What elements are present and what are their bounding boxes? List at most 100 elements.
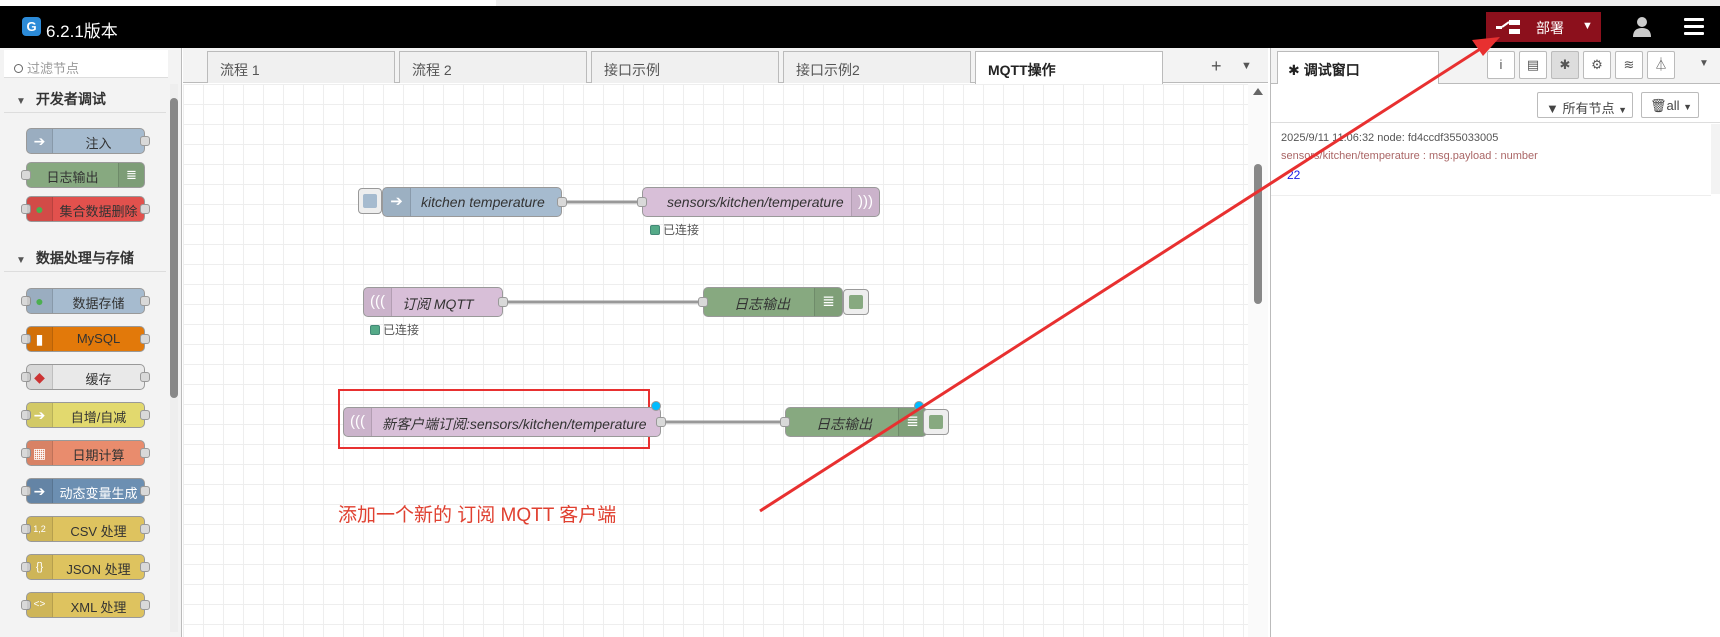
hamburger-menu-icon[interactable] [1684,18,1704,36]
leaf-icon: ● [27,197,53,221]
list-icon: ≣ [898,408,926,436]
mqtt-out-node[interactable]: sensors/kitchen/temperature ))) [637,187,880,217]
filter-placeholder: 过滤节点 [27,61,80,76]
debug-topic: sensors/kitchen/temperature : msg.payloa… [1281,150,1538,162]
dropdown-label: 所有节点 [1562,101,1615,116]
debug-message[interactable]: 2025/9/11 11:06:32 node: fd4ccdf35503300… [1271,124,1711,196]
debug-scrollbar[interactable] [1711,124,1720,194]
arrow-icon: ➔ [27,479,53,503]
flow-canvas[interactable]: ➔ kitchen temperature sensors/kitchen/te… [183,84,1268,637]
palette-node-inject[interactable]: ➔ 注入 [26,128,150,154]
wifi-icon: ((( [364,288,392,316]
tab-mqtt[interactable]: MQTT操作 [975,51,1163,84]
tab-list-caret-icon[interactable]: ▼ [1241,60,1252,72]
scroll-up-icon[interactable] [1253,88,1263,95]
debug-node-1[interactable]: 日志输出 ≣ [698,287,843,317]
info-icon[interactable]: i [1487,51,1515,79]
xml-icon: <> [27,593,53,617]
palette-scrollbar[interactable] [170,84,178,632]
user-icon[interactable] [1632,16,1652,38]
sidebar-menu-caret-icon[interactable]: ▼ [1699,58,1709,69]
dropdown-label: all [1666,98,1680,113]
tab-debug-window[interactable]: ✱调试窗口 [1277,51,1439,84]
debug-toggle-button-2[interactable] [923,409,949,435]
palette-node-json[interactable]: {}JSON 处理 [21,554,150,580]
add-tab-icon[interactable]: + [1211,56,1222,76]
debug-toggle-button-1[interactable] [843,289,869,315]
gear-icon[interactable]: ⚙ [1583,51,1611,79]
node-label: 日志输出 [734,296,790,312]
sidebar-tabs: ✱调试窗口 i ▤ ✱ ⚙ ≋ ⏃ ▼ [1271,48,1720,84]
deploy-dropdown-caret-icon[interactable]: ▼ [1582,20,1593,32]
palette-node-var-gen[interactable]: ➔ 动态变量生成 [21,478,150,504]
mqtt-in-new-node[interactable]: ((( 新客户端订阅:sensors/kitchen/temperature [343,407,666,437]
search-icon [14,64,23,73]
chevron-down-icon: ▼ [1618,105,1628,115]
canvas-scrollbar[interactable] [1248,84,1268,637]
wifi-icon: ((( [344,408,372,436]
palette-category-data[interactable]: ▼数据处理与存储 [4,238,166,272]
arrow-icon: ➔ [27,129,53,153]
flask-icon[interactable]: ⏃ [1647,51,1675,79]
leaf-icon: ● [27,289,53,313]
inject-node[interactable]: ➔ kitchen temperature [382,187,567,217]
chevron-down-icon: ▼ [16,255,26,266]
mqtt-in-node[interactable]: ((( 订阅 MQTT [363,287,508,317]
palette-category-dev[interactable]: ▼开发者调试 [4,79,166,113]
filter-icon: ▼ [1546,101,1563,116]
book-icon[interactable]: ▤ [1519,51,1547,79]
tab-flow-2[interactable]: 流程 2 [399,51,587,83]
json-icon: {} [27,555,53,579]
node-label: 集合数据删除 [59,204,138,219]
node-label: 动态变量生成 [59,486,138,501]
node-label: 新客户端订阅:sensors/kitchen/temperature [382,416,647,432]
top-strip [0,0,1720,6]
node-label: 日期计算 [72,448,125,463]
filter-nodes-dropdown[interactable]: ▼ 所有节点 ▼ [1537,92,1633,118]
node-label: 注入 [85,136,112,151]
debug-toolbar: ▼ 所有节点 ▼ 🗑all ▼ [1271,85,1720,123]
node-label: sensors/kitchen/temperature [667,194,844,210]
trash-icon: 🗑 [1650,98,1667,113]
palette-node-debug[interactable]: 日志输出≣ [21,162,145,188]
debug-node-2[interactable]: 日志输出 ≣ [780,407,927,437]
node-label: 订阅 MQTT [402,296,474,312]
deploy-button[interactable]: 部署 ▼ [1486,12,1601,42]
node-label: XML 处理 [70,600,127,615]
list-icon: ≣ [118,163,144,187]
palette-node-increment[interactable]: ➔ 自增/自减 [21,402,150,428]
redis-icon: ◆ [27,365,53,389]
bug-icon[interactable]: ✱ [1551,51,1579,79]
list-icon: ≣ [814,288,842,316]
palette-node-cache[interactable]: ◆ 缓存 [21,364,150,390]
clear-all-dropdown[interactable]: 🗑all ▼ [1641,92,1699,118]
category-label: 开发者调试 [35,91,106,107]
palette-node-data-store[interactable]: ●数据存储 [21,288,150,314]
palette-node-date-calc[interactable]: ▦日期计算 [21,440,150,466]
database-icon[interactable]: ≋ [1615,51,1643,79]
status-text: 已连接 [383,323,420,337]
tab-flow-1[interactable]: 流程 1 [207,51,395,83]
arrow-icon: ➔ [27,403,53,427]
node-label: kitchen temperature [421,194,545,210]
node-label: 缓存 [85,372,112,387]
chevron-down-icon: ▼ [1683,102,1693,112]
tab-api-example[interactable]: 接口示例 [591,51,779,83]
csv-icon: 1,2 [27,517,53,541]
node-label: 自增/自减 [70,410,127,425]
header-bar: G 6.2.1版本 部署 ▼ [0,6,1720,48]
tab-api-example-2[interactable]: 接口示例2 [783,51,971,83]
annotation-text: 添加一个新的 订阅 MQTT 客户端 [338,505,617,526]
palette-node-xml[interactable]: <> XML 处理 [21,592,150,618]
app-logo: G [22,17,41,36]
wifi-icon: ))) [851,188,879,216]
database-icon: ▮ [27,327,53,351]
deploy-label: 部署 [1536,20,1564,36]
palette-filter-input[interactable]: 过滤节点 [4,50,168,78]
inject-trigger-button[interactable] [358,188,382,214]
debug-value: 22 [1287,168,1301,182]
palette-node-mysql[interactable]: ▮MySQL [21,326,150,352]
palette-node-collection-delete[interactable]: ● 集合数据删除 [21,196,150,222]
flow-wires [503,200,784,424]
